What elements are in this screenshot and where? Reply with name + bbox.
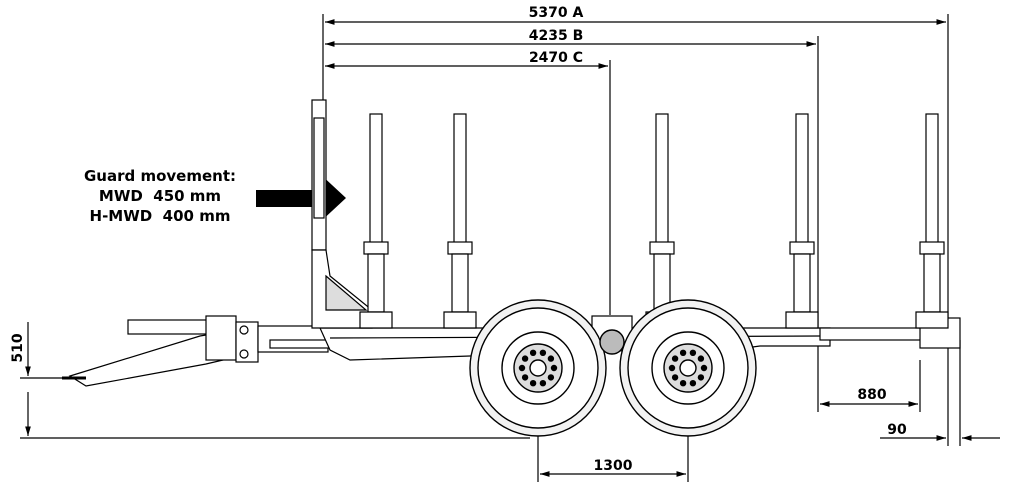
drawbar bbox=[62, 315, 351, 387]
wheel-bolt-front bbox=[539, 380, 547, 387]
stakes bbox=[359, 113, 949, 329]
rear-extension-beam bbox=[819, 327, 931, 341]
bogie-hub bbox=[599, 329, 625, 355]
guard-movement-arrow-icon bbox=[256, 172, 346, 224]
wheel-bolt-front bbox=[521, 374, 529, 381]
stake-1-foot bbox=[359, 311, 393, 329]
stake-1-bunk bbox=[367, 253, 385, 313]
wheel-bolt-rear bbox=[689, 349, 697, 356]
stake-5-foot bbox=[915, 311, 949, 329]
stake-1 bbox=[359, 113, 393, 329]
wheel-bolt-front bbox=[547, 374, 555, 381]
wheel-bolt-front bbox=[518, 364, 526, 372]
stake-4 bbox=[785, 113, 819, 329]
guard-movement-note: Guard movement: MWD 450 mm H-MWD 400 mm bbox=[60, 166, 260, 226]
dimension-lines bbox=[322, 14, 949, 330]
stake-2-bunk bbox=[451, 253, 469, 313]
height-label: 510 bbox=[10, 333, 26, 362]
wheel-bolt-front bbox=[529, 380, 537, 387]
stake-4-bunk bbox=[793, 253, 811, 313]
stake-4-socket bbox=[789, 241, 815, 255]
guard-note-hmwd: H-MWD 400 mm bbox=[89, 207, 231, 225]
overhang-label: 880 bbox=[857, 387, 886, 403]
wheelbase-label: 1300 bbox=[594, 458, 633, 474]
wheel-bolt-rear bbox=[697, 355, 705, 362]
wheel-bolt-front bbox=[550, 364, 558, 372]
hub-cap-rear bbox=[679, 359, 697, 377]
guard-note-mwd: MWD 450 mm bbox=[98, 187, 222, 205]
stake-2-socket bbox=[447, 241, 473, 255]
guard-post-inner bbox=[313, 117, 325, 219]
guard-gusset bbox=[325, 274, 368, 311]
hub-cap-front bbox=[529, 359, 547, 377]
dimension-b-label: 4235 B bbox=[529, 28, 584, 44]
stake-3-socket bbox=[649, 241, 675, 255]
wheel-bolt-front bbox=[547, 355, 555, 362]
stake-5 bbox=[915, 113, 949, 329]
stake-5-socket bbox=[919, 241, 945, 255]
wheel-bolt-rear bbox=[679, 380, 687, 387]
stake-3 bbox=[645, 113, 679, 329]
stake-5-bunk bbox=[923, 253, 941, 313]
hitch-bracket bbox=[205, 315, 237, 361]
dimension-c-label: 2470 C bbox=[529, 50, 583, 66]
wheel-bolt-rear bbox=[671, 374, 679, 381]
wheel-bolt-rear bbox=[689, 380, 697, 387]
wheel-bolt-front bbox=[521, 355, 529, 362]
wheel-bolt-rear bbox=[697, 374, 705, 381]
wheel-bolt-rear bbox=[679, 349, 687, 356]
wheel-bolt-front bbox=[529, 349, 537, 356]
stake-1-socket bbox=[363, 241, 389, 255]
wheel-rear bbox=[619, 299, 757, 437]
stake-3-tube bbox=[655, 113, 669, 245]
dimension-a-label: 5370 A bbox=[529, 5, 584, 21]
wheel-bolt-rear bbox=[668, 364, 676, 372]
drawbar-plate bbox=[127, 319, 209, 335]
wheel-bolt-rear bbox=[700, 364, 708, 372]
front-guard bbox=[311, 99, 373, 329]
stake-1-tube bbox=[369, 113, 383, 245]
stake-4-tube bbox=[795, 113, 809, 245]
guard-note-title: Guard movement: bbox=[83, 167, 236, 185]
stake-5-tube bbox=[925, 113, 939, 245]
wheel-front bbox=[469, 299, 607, 437]
stake-2-tube bbox=[453, 113, 467, 245]
stake-4-foot bbox=[785, 311, 819, 329]
hitch-bolt-top bbox=[239, 325, 249, 335]
stake-2-foot bbox=[443, 311, 477, 329]
wheels bbox=[469, 299, 757, 437]
stake-2 bbox=[443, 113, 477, 329]
end-label: 90 bbox=[887, 422, 907, 438]
wheel-bolt-rear bbox=[671, 355, 679, 362]
hitch-bolt-bottom bbox=[239, 349, 249, 359]
wheel-bolt-front bbox=[539, 349, 547, 356]
